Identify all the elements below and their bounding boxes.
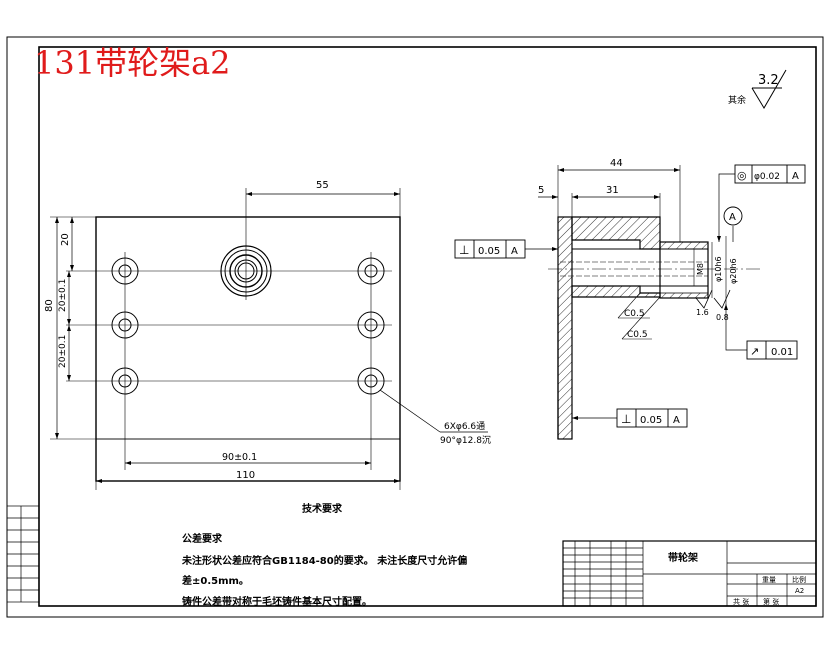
dim-80: 80 xyxy=(44,299,55,312)
dim-5: 5 xyxy=(538,185,544,196)
rough-2: 0.8 xyxy=(716,313,729,322)
title-scale-label: 比例 xyxy=(792,575,806,584)
svg-text:A: A xyxy=(792,171,799,182)
mounting-hole xyxy=(111,311,139,339)
dim-31: 31 xyxy=(606,185,619,196)
title-block: 带轮架 重量 比例 A2 共 张 第 张 xyxy=(562,540,817,607)
front-view: 55 80 20 20±0.1 20±0.1 90±0.1 110 6Xφ6.6… xyxy=(44,180,491,490)
hole-callout-2: 90°φ12.8沉 xyxy=(440,435,491,446)
section-view: 44 31 5 M8 φ10h6 φ20h6 C0.5 C0.5 1.6 0.8 xyxy=(454,158,806,440)
dim-55: 55 xyxy=(316,180,329,191)
fcf-perpendicularity-bottom: ⊥ 0.05 A xyxy=(572,408,688,428)
svg-text:A: A xyxy=(511,246,518,257)
dim-20-low: 20±0.1 xyxy=(58,335,68,368)
dim-m8: M8 xyxy=(696,263,705,275)
drawing-title-watermark: 131带轮架a2 xyxy=(34,44,231,82)
side-stamp-block xyxy=(6,505,40,603)
dim-dia20: φ20h6 xyxy=(729,258,738,284)
notes-line-3: 铸件公差带对称于毛坯铸件基本尺寸配置。 xyxy=(182,595,372,608)
dim-dia10: φ10h6 xyxy=(714,256,723,282)
notes-heading: 技术要求 xyxy=(302,502,343,515)
svg-text:⊥: ⊥ xyxy=(459,243,469,257)
chamfer-2: C0.5 xyxy=(627,330,648,340)
dim-110: 110 xyxy=(236,470,255,481)
dim-20-top: 20 xyxy=(60,233,71,246)
svg-text:0.01: 0.01 xyxy=(771,347,793,358)
dim-20-mid: 20±0.1 xyxy=(58,279,68,312)
technical-notes: 技术要求 公差要求 未注形状公差应符合GB1184-80的要求。 未注长度尺寸允… xyxy=(181,502,467,608)
svg-text:⊥: ⊥ xyxy=(621,412,631,426)
inner-frame xyxy=(38,46,817,607)
fcf-runout: ↗ 0.01 xyxy=(724,304,798,360)
mounting-hole xyxy=(111,257,139,285)
outer-frame xyxy=(6,36,824,618)
svg-text:φ0.02: φ0.02 xyxy=(754,172,780,182)
notes-subheading: 公差要求 xyxy=(182,532,223,545)
fcf-perpendicularity-top: ⊥ 0.05 A xyxy=(454,239,558,259)
svg-text:◎: ◎ xyxy=(737,169,747,182)
datum-a: A xyxy=(729,212,736,223)
mounting-hole xyxy=(357,367,385,395)
central-boss xyxy=(220,245,272,297)
title-sheet-no: 第 张 xyxy=(763,597,779,606)
dim-90: 90±0.1 xyxy=(222,452,257,463)
roughness-note: 3.2 其余 xyxy=(728,69,787,109)
svg-text:↗: ↗ xyxy=(750,345,759,358)
title-sheet-total: 共 张 xyxy=(733,597,749,606)
svg-text:0.05: 0.05 xyxy=(478,246,500,257)
title-part-name: 带轮架 xyxy=(668,551,698,564)
svg-text:0.05: 0.05 xyxy=(640,415,662,426)
plate-outline xyxy=(95,216,401,482)
mounting-hole xyxy=(357,311,385,339)
title-mark: A2 xyxy=(795,587,804,595)
notes-line-1: 未注形状公差应符合GB1184-80的要求。 未注长度尺寸允许偏 xyxy=(181,554,467,567)
notes-line-2: 差±0.5mm。 xyxy=(182,574,249,587)
plate-inner-face xyxy=(95,216,401,440)
svg-text:3.2: 3.2 xyxy=(758,73,779,88)
hole-callout-1: 6Xφ6.6通 xyxy=(444,421,485,432)
svg-text:其余: 其余 xyxy=(728,94,746,106)
svg-text:A: A xyxy=(673,415,680,426)
mounting-hole xyxy=(357,257,385,285)
title-weight-label: 重量 xyxy=(762,576,776,584)
mounting-hole xyxy=(111,367,139,395)
dim-44: 44 xyxy=(610,158,623,169)
fcf-concentricity: ◎ φ0.02 A xyxy=(717,164,806,242)
chamfer-1: C0.5 xyxy=(624,309,645,319)
rough-1: 1.6 xyxy=(696,308,709,317)
